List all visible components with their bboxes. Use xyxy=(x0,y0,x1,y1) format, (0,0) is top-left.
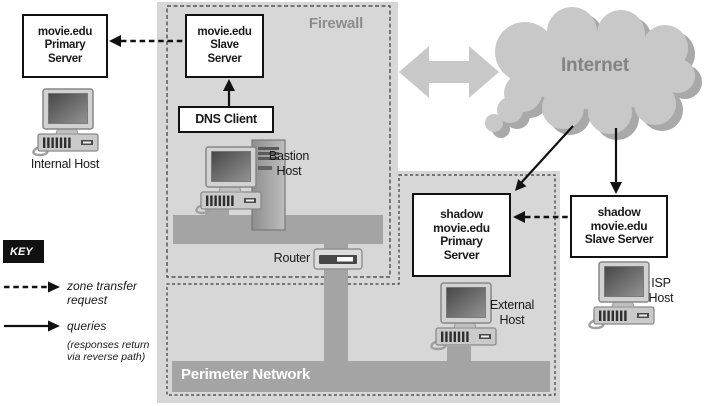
key-title-box: KEY xyxy=(3,240,44,263)
bastion-host-label: Bastion Host xyxy=(259,149,319,179)
internal-host-label: Internal Host xyxy=(30,157,100,171)
key-solid-arrow-icon xyxy=(4,320,60,332)
box-line: shadow xyxy=(597,205,641,220)
internal-primary-server-box: movie.edu Primary Server xyxy=(22,14,108,78)
label-line: ISP xyxy=(651,276,671,290)
box-line: movie.edu xyxy=(37,25,93,38)
key-queries-label: queries xyxy=(67,319,107,333)
perimeter-dashed-border xyxy=(166,174,556,396)
box-line: Primary xyxy=(44,39,86,52)
dns-client-box: DNS Client xyxy=(178,106,274,133)
server-tower-icon xyxy=(251,139,286,231)
label-line: Host xyxy=(499,313,525,327)
box-line: DNS Client xyxy=(195,111,257,126)
external-host-stem xyxy=(447,346,471,362)
firewall-slave-server-box: movie.edu Slave Server xyxy=(185,14,264,78)
label-line: External xyxy=(489,298,535,312)
computer-icon-internal-host xyxy=(32,87,100,157)
computer-icon-bastion-host xyxy=(195,145,263,215)
double-headed-arrow xyxy=(399,46,499,98)
box-line: shadow xyxy=(440,207,483,221)
box-line: Server xyxy=(47,52,82,65)
external-host-label: External Host xyxy=(481,298,543,328)
firewall-dashed-border xyxy=(166,5,391,278)
key-zone-transfer-label: zone transfer request xyxy=(67,279,138,307)
box-line: movie.edu xyxy=(197,25,252,38)
bastion-host-stem xyxy=(205,209,229,217)
router-label: Router xyxy=(273,251,311,265)
query-arrowheads xyxy=(223,79,622,194)
shadow-primary-server-box: shadow movie.edu Primary Server xyxy=(412,193,511,277)
box-line: Slave Server xyxy=(584,232,654,247)
box-line: Primary xyxy=(440,234,483,248)
key-title: KEY xyxy=(10,245,33,258)
box-line: Server xyxy=(207,52,242,65)
shadow-slave-server-box: shadow movie.edu Slave Server xyxy=(570,195,668,258)
box-line: movie.edu xyxy=(433,220,490,235)
internet-cloud xyxy=(485,7,695,134)
firewall-region-label: Firewall xyxy=(308,15,364,32)
router-icon xyxy=(313,248,363,270)
zone-transfer-arrows xyxy=(121,39,570,219)
key-dashed-arrow-icon xyxy=(4,281,60,293)
box-line: movie.edu xyxy=(590,218,648,233)
isp-host-label: ISP Host xyxy=(636,276,686,306)
label-line: Bastion xyxy=(268,149,310,163)
box-line: Slave xyxy=(210,39,239,52)
zone-transfer-arrowheads xyxy=(109,35,525,223)
internet-label: Internet xyxy=(560,55,630,76)
label-line: Host xyxy=(648,291,674,305)
label-line: Host xyxy=(276,164,302,178)
perimeter-network-label: Perimeter Network xyxy=(181,366,311,383)
perimeter-network-bar xyxy=(172,361,550,392)
box-line: Server xyxy=(443,247,480,262)
key-responses-note: (responses return via reverse path) xyxy=(67,339,150,363)
